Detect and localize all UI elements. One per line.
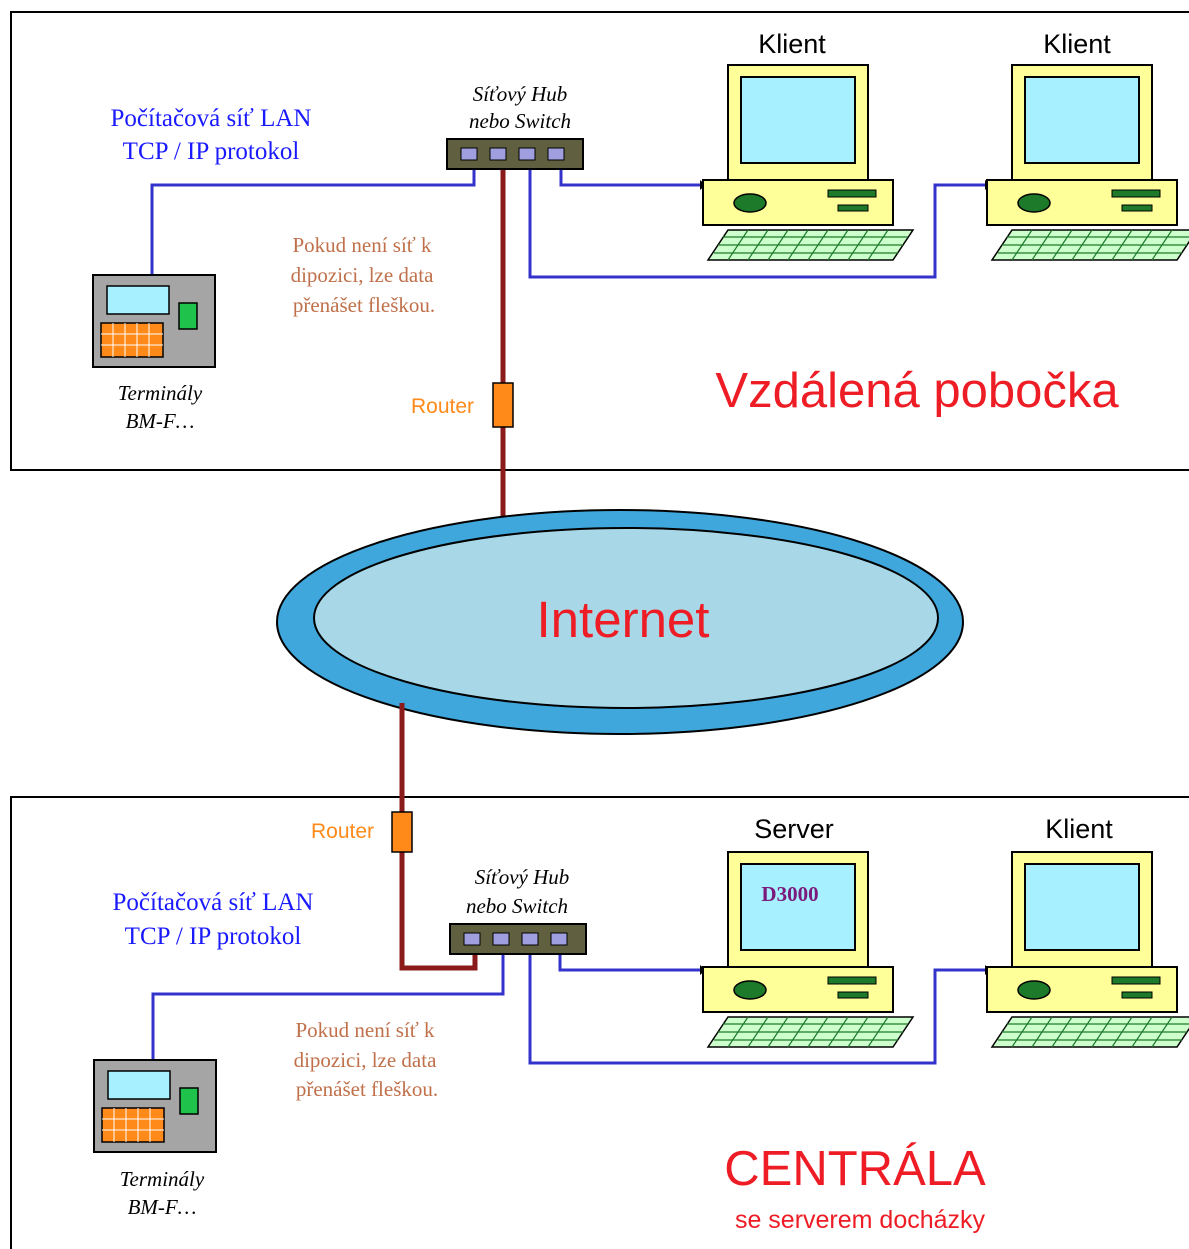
branch-note-line1: Pokud není síť k bbox=[292, 233, 432, 257]
branch-hub-label-line2: nebo Switch bbox=[469, 109, 571, 133]
branch-note-line2: dipozici, lze data bbox=[291, 263, 435, 287]
branch-hub-label-line1: Síťový Hub bbox=[473, 82, 568, 106]
central-terminal-icon bbox=[93, 1059, 217, 1153]
branch-pc1-label: Klient bbox=[758, 29, 826, 59]
branch-frame bbox=[10, 11, 1189, 471]
branch-hub-icon bbox=[446, 138, 584, 170]
internet-cloud: Internet bbox=[276, 509, 964, 735]
branch-title: Vzdálená pobočka bbox=[715, 364, 1119, 418]
central-router-label: Router bbox=[311, 820, 374, 843]
branch-pc2-icon bbox=[986, 64, 1189, 261]
branch-pc1-icon bbox=[702, 64, 914, 261]
central-pc2-label: Klient bbox=[1045, 814, 1113, 844]
branch-terminal-label-line2: BM-F… bbox=[126, 409, 195, 433]
central-wan-cable bbox=[399, 703, 478, 971]
branch-lan-label-line2: TCP / IP protokol bbox=[123, 138, 300, 165]
branch-terminal-label-line1: Terminály bbox=[118, 381, 203, 405]
central-note-line1: Pokud není síť k bbox=[295, 1018, 435, 1042]
central-router-icon bbox=[391, 811, 413, 853]
branch-lan-label-line1: Počítačová síť LAN bbox=[111, 105, 312, 132]
central-note-line3: přenášet fleškou. bbox=[296, 1077, 438, 1101]
central-pc2-cable bbox=[528, 953, 985, 1065]
branch-router-icon bbox=[492, 382, 514, 428]
central-terminal-cable bbox=[151, 953, 505, 1060]
central-pc2-icon bbox=[986, 851, 1189, 1048]
central-subtitle: se serverem docházky bbox=[735, 1206, 986, 1234]
internet-core bbox=[313, 527, 939, 709]
central-terminal-label-line1: Terminály bbox=[120, 1167, 205, 1191]
central-server-screen-text: D3000 bbox=[761, 882, 818, 906]
central-lan-label-line2: TCP / IP protokol bbox=[125, 923, 302, 950]
branch-pc2-cable bbox=[528, 168, 985, 279]
branch-pc1-cable bbox=[559, 168, 700, 187]
central-title: CENTRÁLA bbox=[724, 1142, 986, 1196]
central-section: Síťový Hub nebo Switch Počítačová síť LA… bbox=[10, 703, 1189, 1249]
central-hub-label-line1: Síťový Hub bbox=[475, 865, 570, 889]
central-terminal-label-line2: BM-F… bbox=[128, 1195, 197, 1219]
central-server-label: Server bbox=[754, 814, 834, 844]
branch-terminal-icon bbox=[92, 274, 216, 368]
central-hub-icon bbox=[449, 923, 587, 955]
branch-note-line3: přenášet fleškou. bbox=[293, 293, 435, 317]
central-hub-label-line2: nebo Switch bbox=[466, 894, 568, 918]
branch-router-label: Router bbox=[411, 395, 474, 418]
branch-terminal-cable bbox=[150, 168, 476, 275]
central-lan-label-line1: Počítačová síť LAN bbox=[113, 889, 314, 916]
central-frame bbox=[10, 796, 1189, 1249]
branch-pc2-label: Klient bbox=[1043, 29, 1111, 59]
central-server-cable bbox=[558, 953, 700, 972]
central-note-line2: dipozici, lze data bbox=[294, 1048, 438, 1072]
branch-section: Síťový Hub nebo Switch Počítačová síť LA… bbox=[10, 11, 1189, 527]
internet-label: Internet bbox=[537, 591, 710, 648]
